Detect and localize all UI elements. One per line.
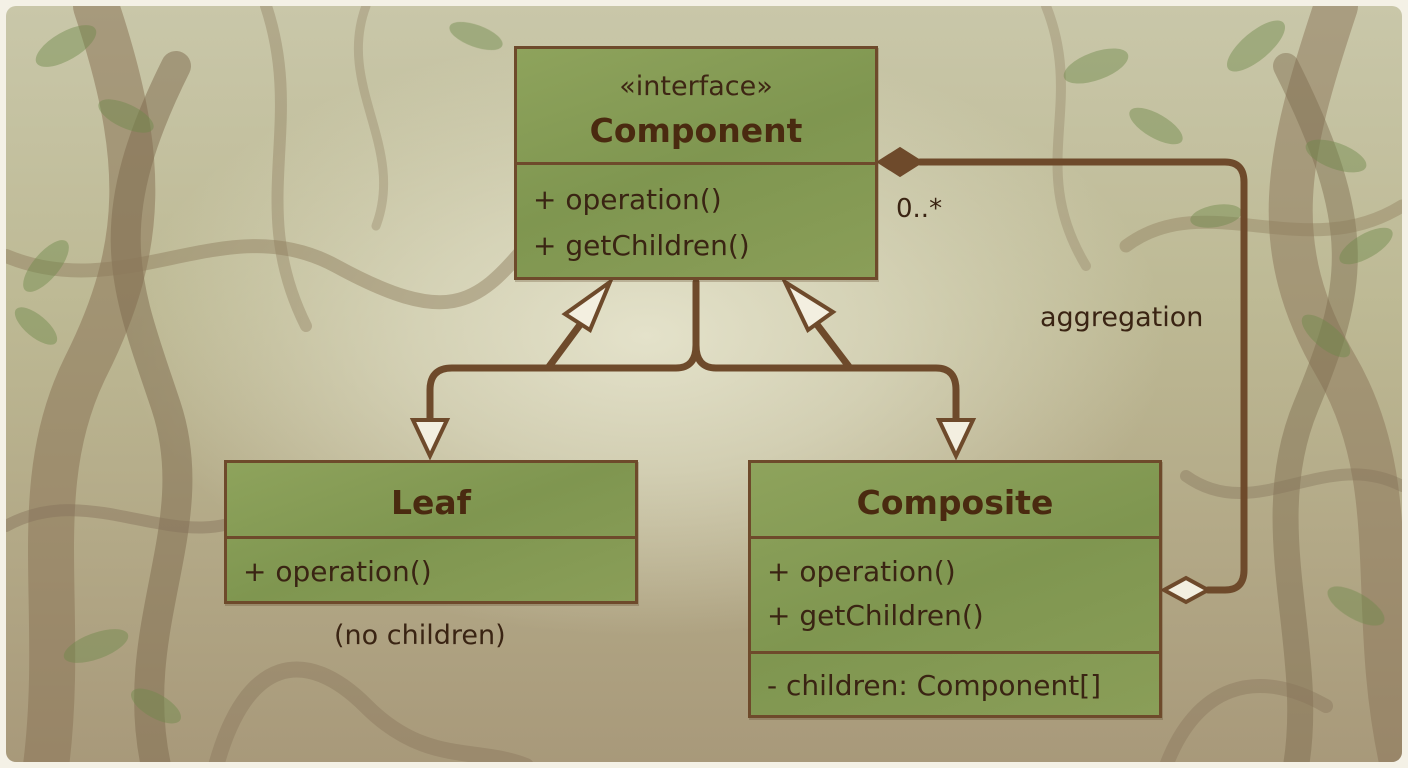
leaf-note: (no children) (334, 620, 506, 651)
leaf-title: Leaf (390, 483, 472, 522)
composite-title: Composite (856, 483, 1054, 522)
multiplicity-label: 0..* (896, 194, 943, 224)
composite-get-children: + getChildren() (767, 599, 984, 632)
component-title: Component (589, 111, 803, 150)
composite-operation: + operation() (767, 555, 956, 588)
inherit-arrow-right (780, 276, 837, 334)
leaf-arrowhead (409, 418, 451, 461)
component-operation: + operation() (533, 183, 722, 216)
left-diagonal (544, 314, 589, 372)
component-divider (517, 162, 875, 165)
component-interface-box[interactable]: «interface» Component + operation() + ge… (514, 46, 878, 280)
vine-decoration (6, 6, 1402, 762)
composite-children-attribute: - children: Component[] (767, 669, 1102, 702)
inheritance-trunk (426, 278, 700, 436)
right-diagonal (808, 314, 854, 372)
inheritance-trunk-right (692, 341, 960, 436)
composition-filled-diamond (876, 146, 924, 178)
aggregation-label: aggregation (1040, 302, 1204, 333)
component-stereotype: «interface» (619, 71, 773, 102)
composite-divider-2 (751, 651, 1159, 654)
inherit-arrow-left (561, 276, 615, 333)
aggregation-hollow-diamond (1159, 575, 1213, 605)
leaf-class-box[interactable]: Leaf + operation() (224, 460, 638, 604)
composite-class-box[interactable]: Composite + operation() + getChildren() … (748, 460, 1162, 718)
component-get-children: + getChildren() (533, 229, 750, 262)
leaf-operation: + operation() (243, 555, 432, 588)
composite-divider-1 (751, 536, 1159, 539)
aggregation-line (916, 158, 1248, 594)
leaf-divider (227, 536, 635, 539)
composite-arrowhead (935, 418, 977, 461)
